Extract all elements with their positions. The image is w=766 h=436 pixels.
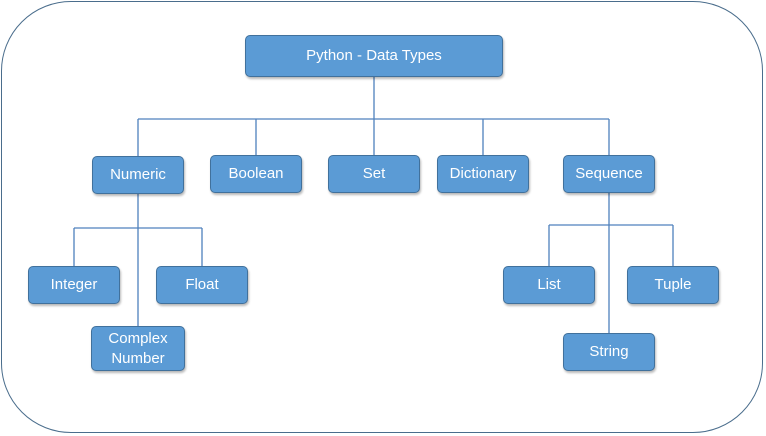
leaf-node-integer: Integer	[28, 266, 120, 304]
category-node-sequence: Sequence	[563, 155, 655, 193]
leaf-node-complex-number: Complex Number	[91, 326, 185, 371]
leaf-node-tuple: Tuple	[627, 266, 719, 304]
category-node-boolean: Boolean	[210, 155, 302, 193]
category-node-numeric: Numeric	[92, 156, 184, 194]
leaf-node-string: String	[563, 333, 655, 371]
leaf-node-list: List	[503, 266, 595, 304]
leaf-node-float: Float	[156, 266, 248, 304]
category-node-set: Set	[328, 155, 420, 193]
category-node-dictionary: Dictionary	[437, 155, 529, 193]
root-node-python-data-types: Python - Data Types	[245, 35, 503, 77]
